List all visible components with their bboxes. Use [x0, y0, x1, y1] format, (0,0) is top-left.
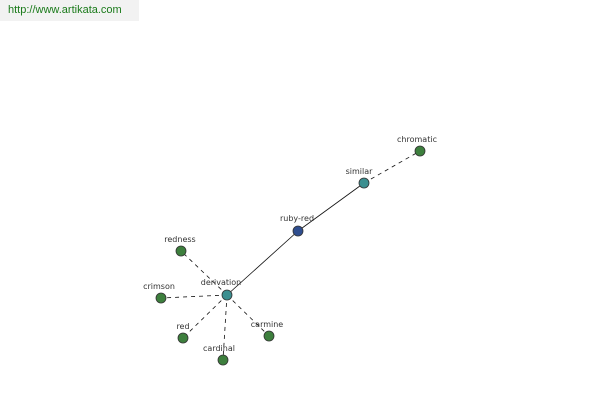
node-label-chromatic: chromatic [397, 135, 437, 144]
edge-derivation-red [182, 294, 228, 339]
node-similar[interactable]: similar [346, 167, 374, 189]
edge-derivation-crimson [160, 294, 228, 299]
edge-derivation-carmine [226, 294, 270, 337]
relation-node-icon[interactable] [358, 177, 370, 189]
node-red[interactable]: red [176, 322, 190, 344]
url-banner: http://www.artikata.com [0, 0, 139, 21]
node-chromatic[interactable]: chromatic [397, 135, 437, 157]
edge-ruby-red-derivation [226, 230, 299, 296]
node-ruby-red[interactable]: ruby-red [280, 214, 314, 237]
node-label-red: red [176, 322, 189, 331]
node-cardinal[interactable]: cardinal [203, 344, 235, 366]
node-crimson[interactable]: crimson [143, 282, 175, 304]
word-node-icon[interactable] [217, 354, 229, 366]
node-label-crimson: crimson [143, 282, 175, 291]
edges-layer [160, 150, 421, 361]
node-carmine[interactable]: carmine [251, 320, 284, 342]
node-label-carmine: carmine [251, 320, 284, 329]
nodes-layer: ruby-red similar derivation chromatic rednes… [143, 135, 437, 366]
node-label-ruby-red: ruby-red [280, 214, 314, 223]
word-node-icon[interactable] [177, 332, 189, 344]
edge-similar-chromatic [363, 150, 421, 184]
word-node-icon[interactable] [414, 145, 426, 157]
node-derivation[interactable]: derivation [201, 278, 241, 301]
node-label-cardinal: cardinal [203, 344, 235, 353]
word-node-icon[interactable] [175, 245, 187, 257]
node-label-derivation: derivation [201, 278, 241, 287]
edge-derivation-cardinal [222, 294, 228, 361]
word-node-icon[interactable] [155, 292, 167, 304]
relation-node-icon[interactable] [221, 289, 233, 301]
node-label-similar: similar [346, 167, 374, 176]
node-redness[interactable]: redness [164, 235, 196, 257]
node-label-redness: redness [164, 235, 195, 244]
center-node-icon[interactable] [292, 225, 304, 237]
edge-derivation-redness [180, 250, 228, 296]
site-url-link[interactable]: http://www.artikata.com [8, 4, 122, 16]
edge-ruby-red-similar [297, 182, 365, 232]
word-node-icon[interactable] [263, 330, 275, 342]
